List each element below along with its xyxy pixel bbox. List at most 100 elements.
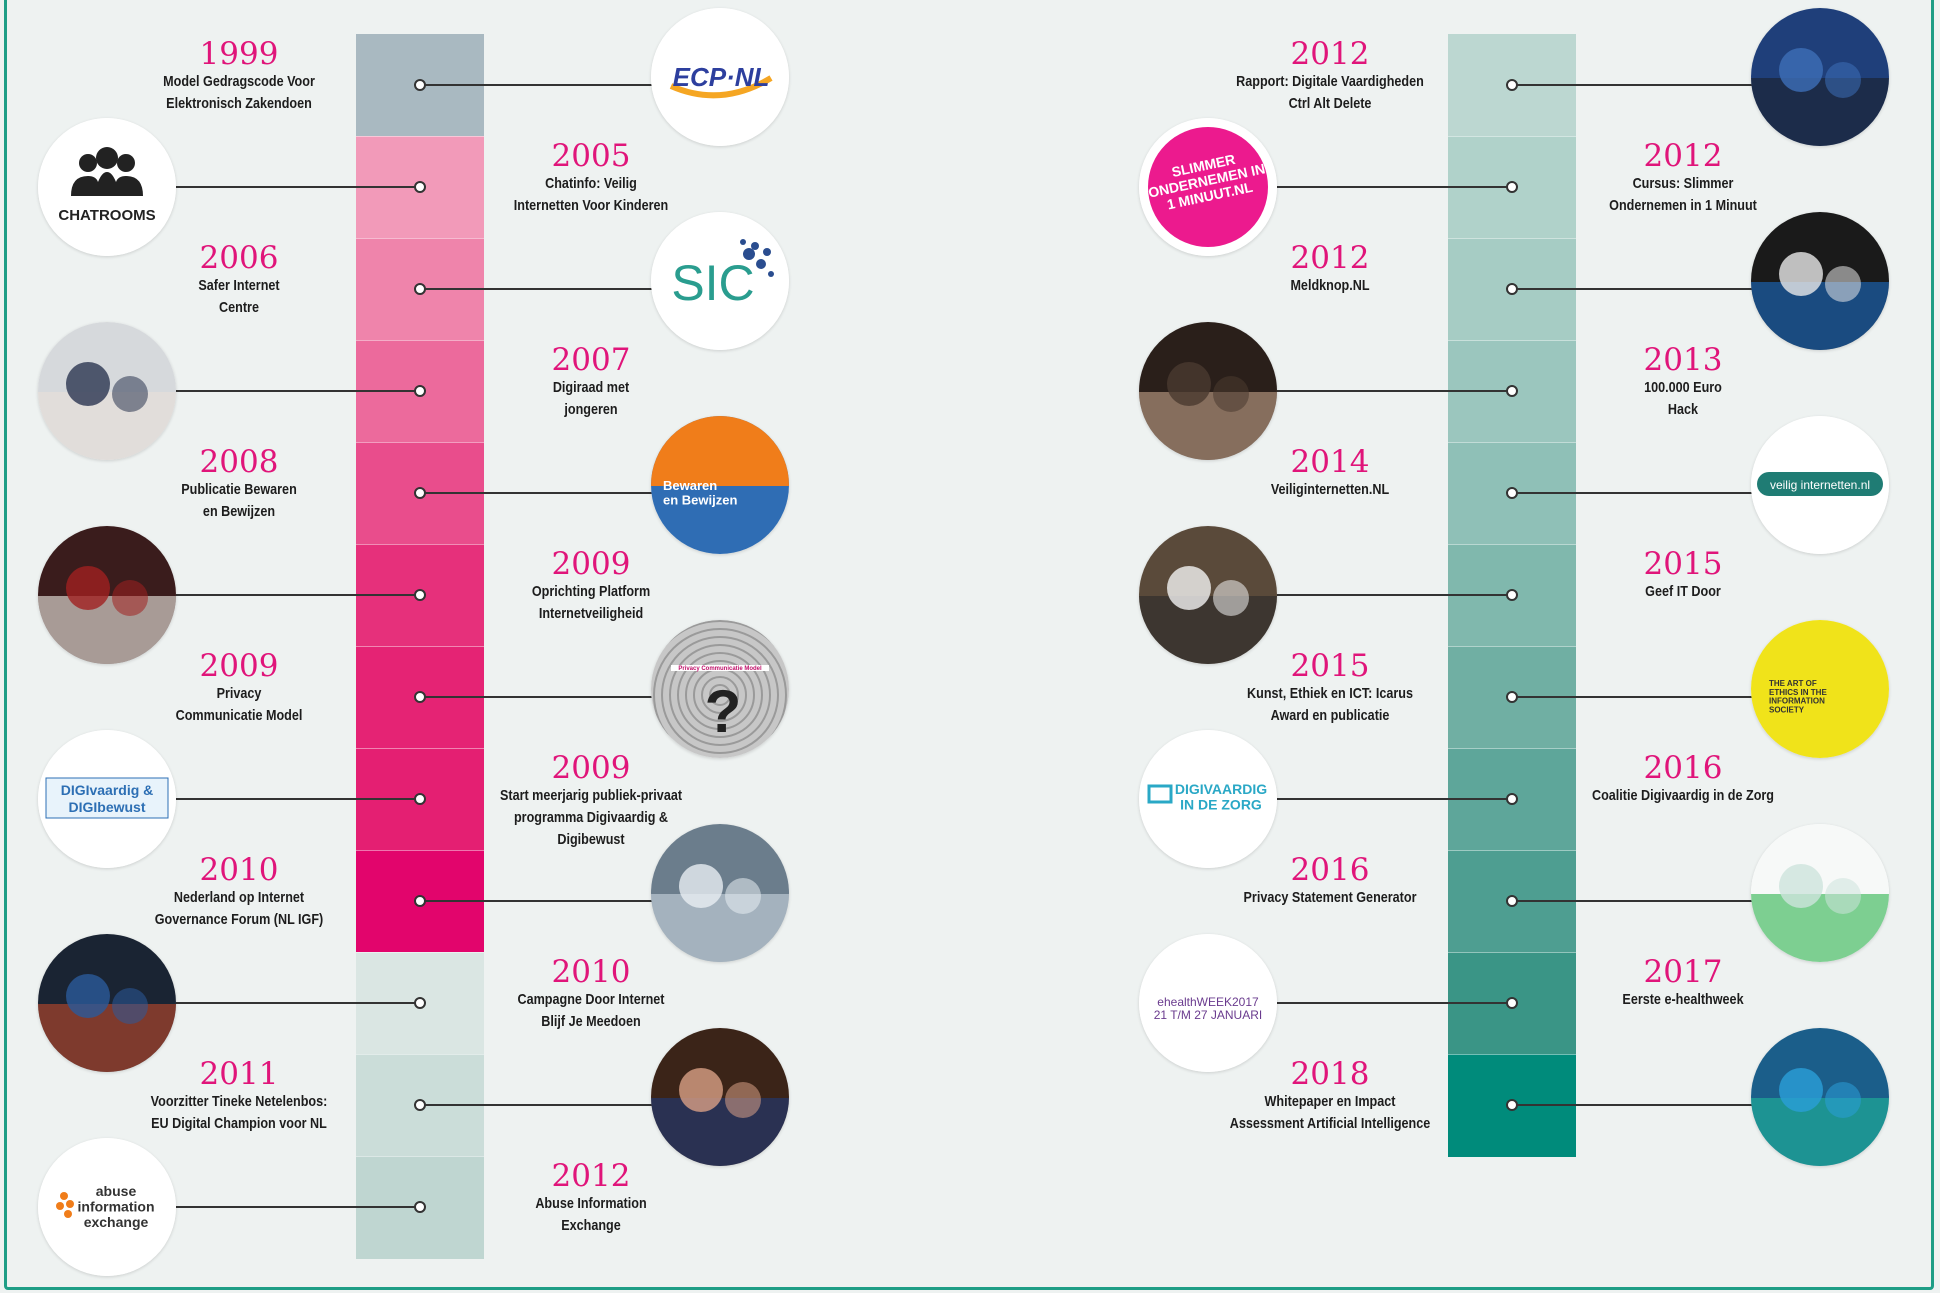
connector-line [1208, 798, 1512, 800]
connector-line [1512, 492, 1820, 494]
svg-text:CHATROOMS: CHATROOMS [58, 207, 155, 224]
event-label: Model Gedragscode Voor Elektronisch Zake… [163, 73, 315, 112]
event-label: Privacy Communicatie Model [175, 685, 303, 724]
event-label: Veiliginternetten.NL [1270, 481, 1390, 498]
timeline-node [414, 691, 426, 703]
hacker-photo[interactable] [1139, 322, 1277, 460]
svg-text:information: information [78, 1198, 155, 1214]
timeline-node [1506, 487, 1518, 499]
timeline-node [1506, 997, 1518, 1009]
svg-text:ehealthWEEK2017: ehealthWEEK2017 [1157, 995, 1259, 1009]
report-cover-photo-image [1751, 8, 1889, 146]
event-label: Voorzitter Tineke Netelenbos: EU Digital… [150, 1093, 328, 1132]
portrait-photo[interactable] [651, 1028, 789, 1166]
event-year: 2011 [199, 1056, 279, 1092]
event-label: Safer Internet Centre [198, 277, 280, 316]
timeline-node [414, 895, 426, 907]
sic-logo[interactable]: SIC [651, 212, 789, 350]
event-year: 2008 [199, 444, 279, 480]
event-year: 2016 [1643, 750, 1723, 786]
timeline-node [414, 1099, 426, 1111]
connector-line [1512, 1104, 1820, 1106]
conference-photo[interactable] [38, 934, 176, 1072]
event-year: 2014 [1290, 444, 1370, 480]
timeline-node [1506, 1099, 1518, 1111]
report-cover-photo[interactable] [1751, 8, 1889, 146]
stickers-photo[interactable] [651, 824, 789, 962]
connector-line [107, 594, 420, 596]
event-year: 2010 [199, 852, 279, 888]
svg-text:INFORMATION: INFORMATION [1769, 697, 1825, 706]
group-photo-image [1139, 526, 1277, 664]
event-year: 2017 [1643, 954, 1723, 990]
event-year: 2012 [551, 1158, 631, 1194]
svg-text:ETHICS IN THE: ETHICS IN THE [1769, 688, 1827, 697]
timeline-node [414, 385, 426, 397]
privacy-question-icon[interactable]: Privacy Communicatie Model? [651, 620, 789, 758]
timeline-node [414, 181, 426, 193]
connector-line [1512, 900, 1820, 902]
event-year: 2016 [1290, 852, 1370, 888]
chatrooms-icon-image: CHATROOMS [38, 118, 176, 256]
event-label: Meldknop.NL [1290, 277, 1370, 294]
svg-text:DIGIVAARDIG: DIGIVAARDIG [1175, 781, 1267, 797]
privacy-statement-screenshot-image [1751, 824, 1889, 962]
svg-text:DIGIvaardig &: DIGIvaardig & [61, 782, 154, 798]
veiliginternetten-logo[interactable]: veilig internetten.nl [1751, 416, 1889, 554]
portrait-photo-image [651, 1028, 789, 1166]
event-label: 100.000 Euro Hack [1644, 379, 1722, 418]
svg-text:Privacy Communicatie Model: Privacy Communicatie Model [678, 666, 762, 672]
event-year: 2010 [551, 954, 631, 990]
event-label: Cursus: Slimmer Ondernemen in 1 Minuut [1609, 175, 1757, 214]
event-label: Campagne Door Internet Blijf Je Meedoen [517, 991, 665, 1030]
svg-text:veilig internetten.nl: veilig internetten.nl [1770, 478, 1870, 492]
event-label: Whitepaper en Impact Assessment Artifici… [1229, 1093, 1431, 1132]
timeline-node [1506, 181, 1518, 193]
ecp-nl-logo[interactable]: ECP·NL [651, 8, 789, 146]
event-year: 2012 [1643, 138, 1723, 174]
connector-line [107, 390, 420, 392]
connector-line [1208, 1002, 1512, 1004]
event-label: Nederland op Internet Governance Forum (… [154, 889, 324, 928]
timeline-node [1506, 793, 1518, 805]
svg-text:DIGIbewust: DIGIbewust [68, 799, 145, 815]
connector-line [1512, 84, 1820, 86]
meldknop-photo[interactable] [1751, 212, 1889, 350]
meeting-photo-image [38, 322, 176, 460]
meeting-photo[interactable] [38, 322, 176, 460]
chatrooms-icon[interactable]: CHATROOMS [38, 118, 176, 256]
svg-text:exchange: exchange [84, 1214, 149, 1230]
event-year: 1999 [199, 36, 279, 72]
timeline-node [414, 997, 426, 1009]
panel-photo[interactable] [38, 526, 176, 664]
svg-text:21 T/M 27 JANUARI: 21 T/M 27 JANUARI [1154, 1008, 1262, 1022]
privacy-statement-screenshot[interactable] [1751, 824, 1889, 962]
svg-text:THE ART OF: THE ART OF [1769, 679, 1817, 688]
ai-network-photo[interactable] [1751, 1028, 1889, 1166]
event-year: 2015 [1290, 648, 1370, 684]
timeline-node [1506, 385, 1518, 397]
ai-network-photo-image [1751, 1028, 1889, 1166]
connector-line [1208, 186, 1512, 188]
timeline-node [1506, 895, 1518, 907]
svg-text:SOCIETY: SOCIETY [1769, 705, 1805, 714]
digivaardig-digibewust-logo[interactable]: DIGIvaardig &DIGIbewust [38, 730, 176, 868]
connector-line [420, 288, 720, 290]
sic-logo-image: SIC [651, 212, 789, 350]
connector-line [107, 798, 420, 800]
connector-line [107, 186, 420, 188]
event-year: 2012 [1290, 36, 1370, 72]
connector-line [420, 492, 720, 494]
connector-line [420, 696, 720, 698]
group-photo[interactable] [1139, 526, 1277, 664]
timeline-node [1506, 283, 1518, 295]
